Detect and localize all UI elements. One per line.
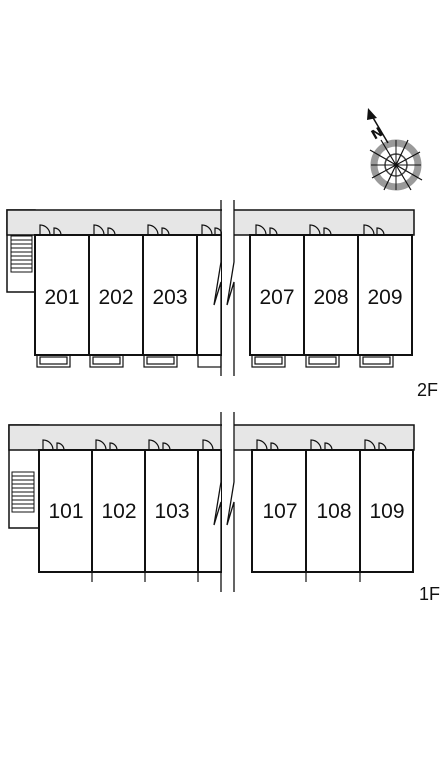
- unit-number-101: 101: [48, 500, 83, 523]
- unit-number-203: 203: [152, 286, 187, 309]
- floor-label-1f: 1F: [419, 584, 440, 604]
- floor-label-2f: 2F: [417, 380, 438, 400]
- door-icon: [42, 439, 387, 451]
- unit-203-room: [142, 234, 198, 356]
- unit-number-208: 208: [313, 286, 348, 309]
- unit-number-108: 108: [316, 500, 351, 523]
- unit-number-107: 107: [262, 500, 297, 523]
- corridor-2f: [6, 209, 415, 236]
- compass-rose-icon: [369, 139, 423, 191]
- unit-108-room: [305, 449, 361, 573]
- unit-207-room: [249, 234, 305, 356]
- unit-number-102: 102: [101, 500, 136, 523]
- unit-208-room: [303, 234, 359, 356]
- unit-number-209: 209: [367, 286, 402, 309]
- door-icon: [39, 224, 385, 236]
- north-arrow-icon: [367, 108, 389, 144]
- break-line-icon: [213, 412, 235, 592]
- staircase-1f: [12, 475, 34, 509]
- unit-number-201: 201: [44, 286, 79, 309]
- unit-204-room: [196, 234, 223, 356]
- unit-103-room: [144, 449, 199, 573]
- unit-number-202: 202: [98, 286, 133, 309]
- unit-number-207: 207: [259, 286, 294, 309]
- break-line-icon: [213, 200, 235, 376]
- unit-number-103: 103: [154, 500, 189, 523]
- compass-north-label: N: [369, 125, 386, 143]
- corridor-1f: [8, 424, 415, 451]
- floor-1f: 101 102 103 107 108 109: [8, 412, 415, 592]
- floor-2f: 201 202 203 207 208 209: [6, 200, 415, 376]
- staircase-2f: [11, 239, 32, 269]
- unit-number-109: 109: [369, 500, 404, 523]
